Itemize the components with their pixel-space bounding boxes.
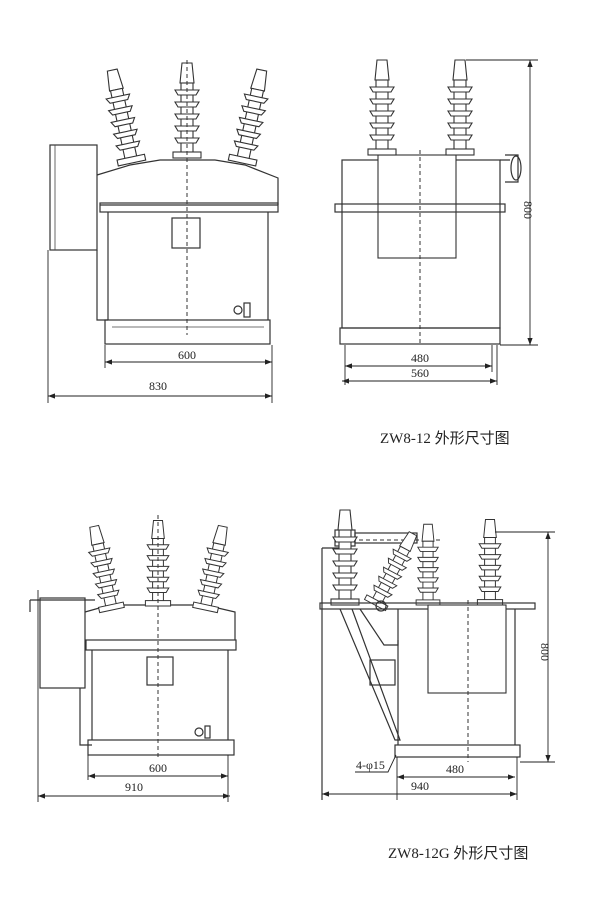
insulator	[192, 523, 236, 614]
fig2-front-view: 600 910	[29, 515, 237, 802]
dim-600: 600	[178, 348, 196, 362]
dim-830: 830	[149, 379, 167, 393]
dim-800: 800	[521, 201, 535, 219]
control-cabinet	[49, 144, 98, 251]
dim-480: 480	[446, 762, 464, 776]
nameplate	[171, 217, 201, 249]
fig1-side-view: 800 480 560	[334, 59, 538, 385]
dim-600: 600	[149, 761, 167, 775]
dim-480: 480	[411, 351, 429, 365]
ground-symbol	[233, 305, 243, 315]
ground-symbol	[194, 727, 204, 737]
dim-holes: 4-φ15	[356, 758, 385, 772]
dim-910: 910	[125, 780, 143, 794]
insulator	[98, 66, 147, 167]
tank	[377, 154, 457, 259]
insulator	[81, 523, 125, 614]
dim-560: 560	[411, 366, 429, 380]
insulator	[415, 523, 441, 606]
insulator	[445, 59, 475, 156]
figure-caption: ZW8-12G 外形尺寸图	[388, 845, 528, 862]
figure-caption: ZW8-12 外形尺寸图	[380, 430, 510, 447]
dim-940: 940	[411, 779, 429, 793]
insulator	[367, 59, 397, 156]
tank	[427, 604, 507, 694]
fig1-front-view: 600 830	[47, 60, 279, 403]
insulator	[227, 66, 276, 167]
control-cabinet	[39, 597, 86, 689]
dim-800: 800	[538, 643, 552, 661]
nameplate	[146, 656, 174, 686]
insulator	[330, 509, 360, 606]
fig2-side-view: 800 4-φ15 480 940	[319, 509, 555, 800]
